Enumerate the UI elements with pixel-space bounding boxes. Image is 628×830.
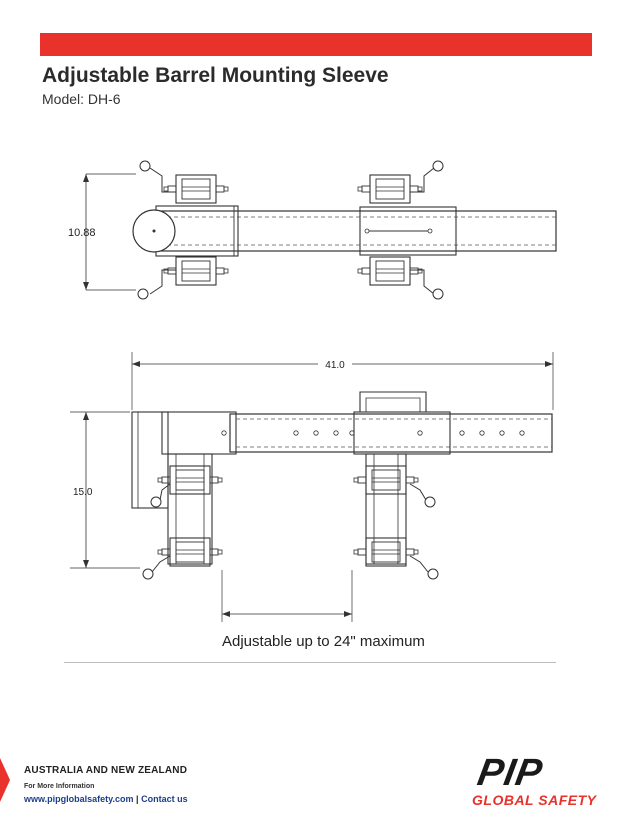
adjustable-range-note: Adjustable up to 24" maximum <box>222 633 425 650</box>
page-title: Adjustable Barrel Mounting Sleeve <box>42 64 389 87</box>
link-separator: | <box>136 794 139 804</box>
side-view: 41.0 15.0 <box>70 352 554 650</box>
divider <box>64 662 556 663</box>
contact-link[interactable]: Contact us <box>141 794 188 804</box>
header-accent-bar <box>40 33 592 56</box>
footer-accent-mark <box>0 758 10 802</box>
total-length-label: 41.0 <box>325 360 345 371</box>
footer-region: AUSTRALIA AND NEW ZEALAND <box>24 765 188 776</box>
brand-logo: PIP GLOBAL SAFETY <box>470 752 620 810</box>
footer-links: www.pipglobalsafety.com | Contact us <box>24 794 188 804</box>
top-view: 10.88 <box>68 160 557 300</box>
logo-sub-text: GLOBAL SAFETY <box>472 792 597 808</box>
footer-info-label: For More Information <box>24 783 95 790</box>
technical-drawing: 10.88 41.0 15.0 <box>68 160 557 650</box>
side-view-height-label: 15.0 <box>73 487 93 498</box>
top-view-height-label: 10.88 <box>68 227 96 239</box>
website-link[interactable]: www.pipglobalsafety.com <box>24 794 134 804</box>
logo-main-text: PIP <box>474 752 547 794</box>
model-number: Model: DH-6 <box>42 91 121 107</box>
